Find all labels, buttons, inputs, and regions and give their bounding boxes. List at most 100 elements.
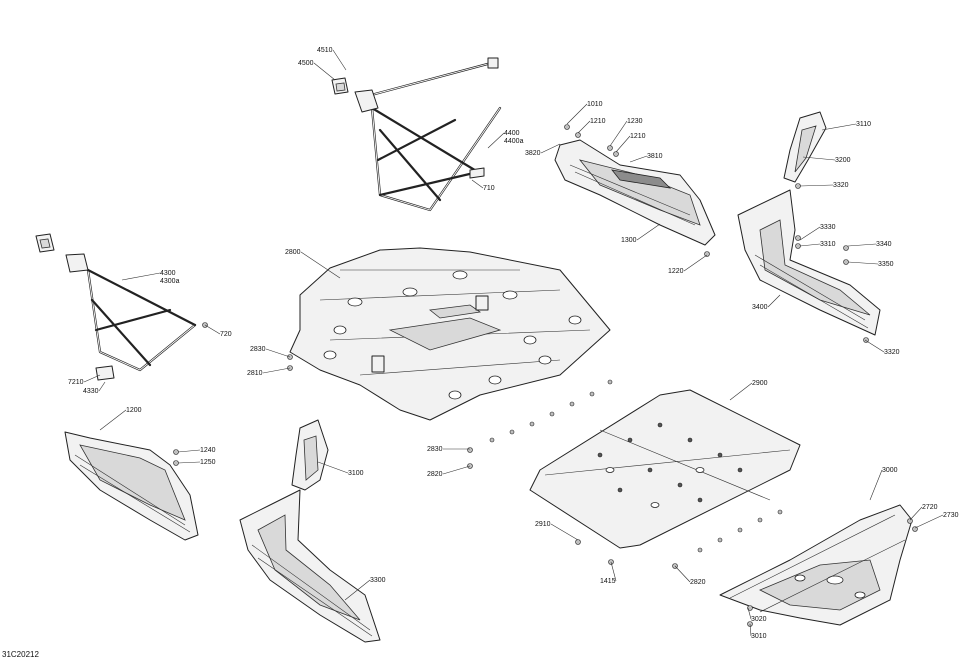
callout-leader (204, 324, 221, 335)
callout-label: 3350 (878, 261, 894, 268)
callout-leader (98, 381, 106, 392)
callout-label: 710 (483, 185, 495, 192)
callout-leader (121, 272, 161, 281)
callout-label: 3310 (820, 241, 836, 248)
fasteners (173, 124, 918, 627)
callout-label: 4510 (317, 47, 333, 54)
callout-label: 4300a (160, 278, 180, 285)
callout-leader (177, 461, 201, 464)
callout-label: 1240 (200, 447, 216, 454)
callout-leader (332, 49, 347, 71)
callout-leader (729, 382, 753, 401)
callout-label: 2900 (752, 380, 768, 387)
callout-label: 2810 (247, 370, 263, 377)
callout-leader (864, 339, 885, 353)
callout-leader (847, 243, 877, 247)
part-3300-front-panel (239, 489, 381, 643)
callout-label: 1210 (630, 133, 646, 140)
callout-label: 3340 (876, 241, 892, 248)
callout-leader (615, 135, 631, 153)
callout-leader (317, 461, 349, 474)
callout-leader (629, 155, 648, 163)
part-1300-rocker-panel (554, 139, 716, 246)
callout-leader (83, 374, 101, 383)
callout-label: 2910 (535, 521, 551, 528)
callout-leader (300, 251, 341, 279)
part-2800-front-skid-plate (289, 247, 611, 421)
callout-leader (344, 579, 371, 601)
callout-label: 3000 (882, 467, 898, 474)
callout-leader (674, 565, 691, 583)
callout-label: 3320 (884, 349, 900, 356)
callout-leader (747, 607, 752, 620)
callout-label: 2830 (250, 346, 266, 353)
part-3400-rear-panel (737, 189, 881, 336)
part-3000-rear-skid-plate (719, 504, 913, 626)
callout-leader (799, 243, 821, 247)
callout-label: 3110 (856, 121, 871, 128)
callout-label: 1010 (587, 101, 603, 108)
part-3110-pillar (783, 111, 827, 183)
callout-label: 4400a (504, 138, 524, 145)
callout-label: 3200 (835, 157, 851, 164)
callout-label: 3330 (820, 224, 836, 231)
callout-label: 4400 (504, 130, 520, 137)
callout-leader (577, 120, 591, 134)
callout-leader (821, 123, 857, 131)
callout-label: 3010 (751, 633, 767, 640)
part-2900-center-floor (529, 389, 801, 549)
callout-label: 3020 (751, 616, 767, 623)
part-3100-pillar (291, 419, 329, 491)
callout-label: 1415 (600, 578, 616, 585)
callout-leader (767, 294, 781, 308)
callout-leader (442, 465, 471, 475)
part-4400-upper-brace (354, 57, 502, 212)
callout-label: 3400 (752, 304, 768, 311)
callout-leader (566, 103, 588, 125)
callout-label: 3320 (833, 182, 849, 189)
callout-label: 4500 (298, 60, 314, 67)
callout-label: 2820 (427, 471, 443, 478)
callout-label: 2720 (922, 504, 938, 511)
part-1200-front-panel (64, 431, 199, 541)
callout-leader (799, 184, 834, 187)
callout-label: 2730 (943, 512, 959, 519)
callout-label: 1210 (590, 118, 606, 125)
part-4300-lower-brace (35, 233, 197, 381)
callout-leader (749, 623, 752, 637)
callout-leader (799, 226, 821, 241)
callout-label: 3820 (525, 150, 541, 157)
callout-leader (909, 506, 923, 521)
callout-leader (177, 449, 201, 453)
part-4500-4510-clamp (331, 77, 349, 95)
callout-label: 720 (220, 331, 232, 338)
callout-label: 1250 (200, 459, 216, 466)
callout-leader (914, 514, 944, 529)
callout-leader (540, 143, 561, 154)
figure-code: 31C20212 (2, 650, 39, 659)
callout-label: 4300 (160, 270, 176, 277)
callout-label: 7210 (68, 379, 84, 386)
callout-leader (847, 261, 879, 265)
callout-label: 1220 (668, 268, 684, 275)
callout-leader (471, 179, 484, 189)
callout-label: 2820 (690, 579, 706, 586)
callout-leader (313, 62, 336, 81)
callout-label: 4330 (83, 388, 99, 395)
callout-label: 1200 (126, 407, 142, 414)
callout-leader (262, 367, 291, 374)
callout-leader (265, 348, 291, 358)
callout-leader (487, 132, 505, 149)
callout-label: 2800 (285, 249, 301, 256)
callout-label: 2830 (427, 446, 443, 453)
callout-leader (610, 561, 617, 582)
callout-leader (683, 254, 708, 272)
callout-leader (869, 469, 883, 501)
callout-leader (636, 223, 661, 241)
callout-label: 3810 (647, 153, 663, 160)
callout-leader (802, 156, 836, 161)
callout-leader (609, 120, 628, 147)
callout-label: 1230 (627, 118, 643, 125)
callout-label: 3100 (348, 470, 364, 477)
callout-leader (550, 523, 579, 541)
